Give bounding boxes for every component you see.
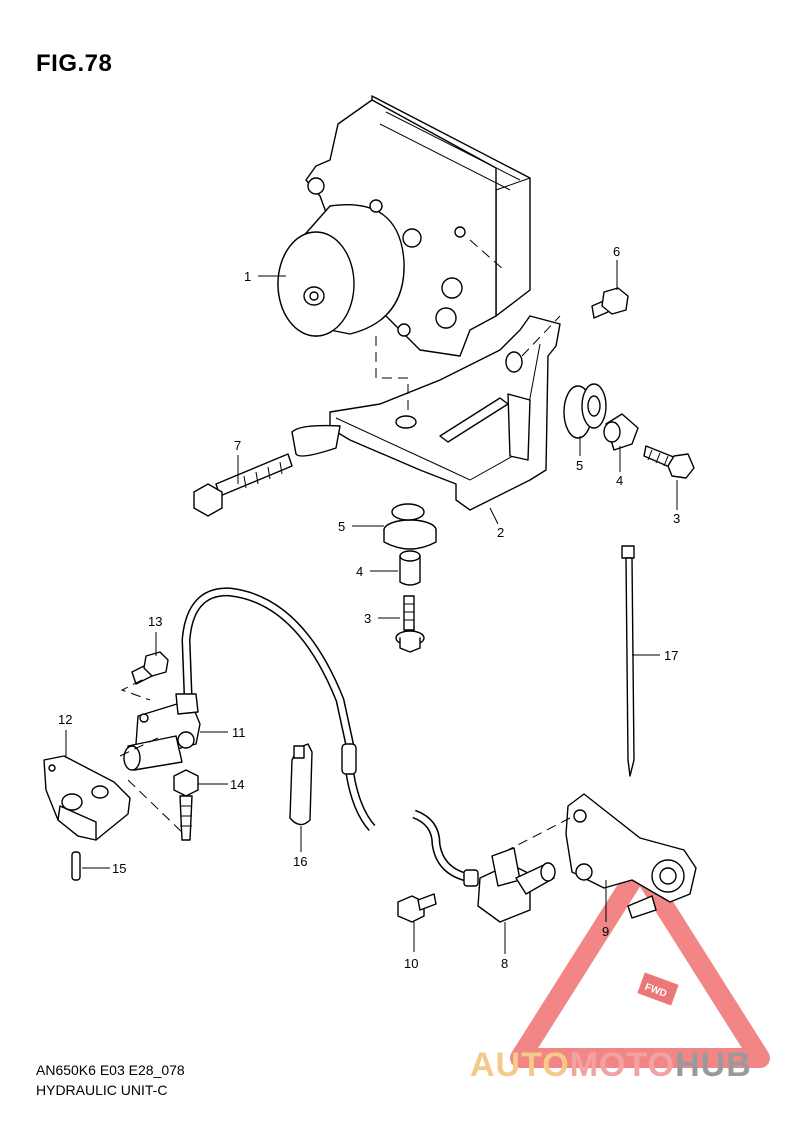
- cable-tie: [621, 545, 635, 777]
- callout-8: 8: [501, 956, 508, 971]
- bolt-14: [173, 769, 199, 841]
- small-bolt-6: [591, 287, 629, 319]
- brand-part-auto: AUTO: [470, 1046, 570, 1084]
- rear-sensor-bracket: [565, 793, 697, 919]
- mount-guide-line-2: [469, 239, 505, 271]
- callout-10: 10: [404, 956, 418, 971]
- callout-12: 12: [58, 712, 72, 727]
- collar-4-right: [603, 413, 639, 451]
- guide-line-13: [120, 679, 151, 701]
- hydraulic-unit: [277, 95, 531, 357]
- callout-1: 1: [244, 269, 251, 284]
- brand-part-hub: HUB: [675, 1046, 752, 1084]
- cable-grommet: [341, 743, 357, 775]
- callout-3: 3: [673, 511, 680, 526]
- brand-part-moto: MOTO: [569, 1046, 676, 1084]
- model-code: AN650K6 E03 E28_078: [36, 1062, 185, 1078]
- bolt-10: [397, 893, 437, 923]
- pin-15: [71, 851, 81, 881]
- guide-line-12: [119, 735, 187, 837]
- collar-4-lower: [399, 550, 421, 586]
- callout-14: 14: [230, 777, 244, 792]
- grommet-5-right: [563, 383, 607, 439]
- callout-16: 16: [293, 854, 307, 869]
- sensor-bracket: [43, 755, 131, 841]
- flange-bolt-3-right: [643, 445, 695, 479]
- callout-15: 15: [112, 861, 126, 876]
- grommet-5-lower: [383, 503, 437, 550]
- callout-6: 6: [613, 244, 620, 259]
- callout-5: 5: [576, 458, 583, 473]
- callout-11: 11: [232, 725, 246, 740]
- callout-4: 4: [356, 564, 363, 579]
- callouts: 1 2 3 3 4 4 5 5 6 7 8 9 10 11 12 13 14 1…: [58, 244, 680, 971]
- flange-bolt-3-lower: [395, 595, 425, 653]
- callout-7: 7: [234, 438, 241, 453]
- long-bolt: [193, 424, 341, 517]
- callout-17: 17: [664, 648, 678, 663]
- bracket: [329, 315, 561, 511]
- leader-lines: [65, 260, 678, 954]
- brand-logo: AUTOMOTOHUB: [470, 1046, 752, 1085]
- cable-clamp: [289, 743, 313, 826]
- callout-4: 4: [616, 473, 623, 488]
- callout-2: 2: [497, 525, 504, 540]
- callout-3: 3: [364, 611, 371, 626]
- watermark-triangle: FWD: [510, 858, 770, 1068]
- front-speed-sensor: [123, 693, 201, 771]
- mount-guide-line: [375, 336, 409, 414]
- figure-caption: HYDRAULIC UNIT-C: [36, 1082, 168, 1098]
- figure-title: FIG.78: [36, 50, 113, 77]
- callout-13: 13: [148, 614, 162, 629]
- mount-guide-line-3: [521, 315, 561, 357]
- callout-5: 5: [338, 519, 345, 534]
- bolt-13: [131, 651, 169, 685]
- rear-speed-sensor: [412, 809, 556, 923]
- callout-9: 9: [602, 924, 609, 939]
- guide-line-9: [507, 817, 571, 851]
